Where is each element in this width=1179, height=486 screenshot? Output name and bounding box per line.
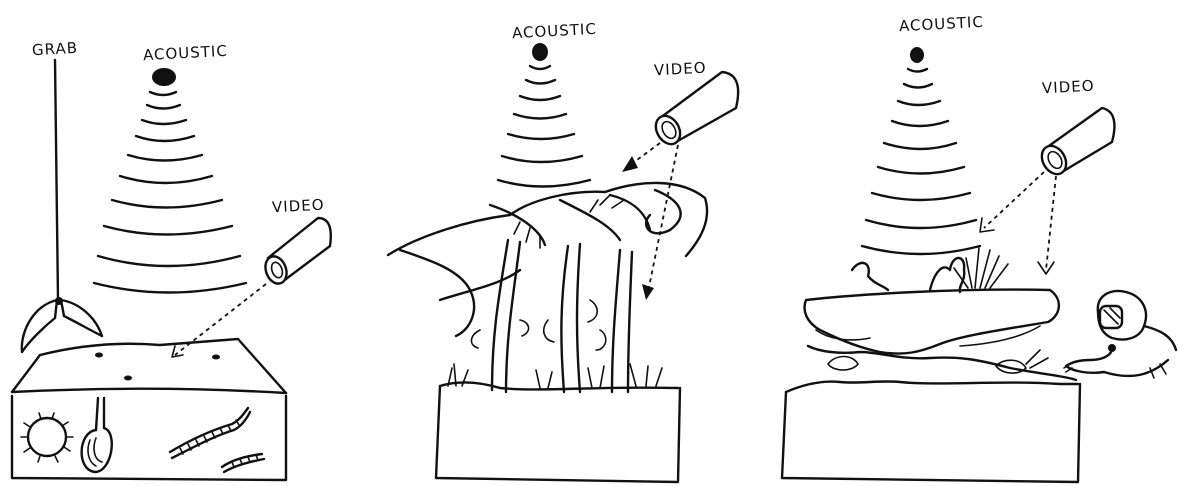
- reef-structure: [782, 248, 1080, 482]
- panel-2-kelp-forest: [388, 43, 738, 482]
- kelp-stipes: [471, 240, 632, 392]
- video-camera-icon: [980, 108, 1114, 274]
- sediment-block: [12, 339, 286, 480]
- video-label: VIDEO: [1042, 77, 1095, 98]
- panel-1-soft-sediment: [12, 60, 331, 480]
- grab-sampler-icon: [22, 60, 102, 352]
- video-label: VIDEO: [654, 59, 707, 80]
- infauna-organisms: [21, 398, 264, 472]
- kelp-canopy: [388, 183, 707, 336]
- video-camera-icon: [172, 218, 331, 357]
- grab-label: GRAB: [32, 39, 79, 59]
- panel-3-reef-diver: [782, 47, 1176, 482]
- scuba-diver-icon: [1064, 291, 1176, 378]
- acoustic-signal-icon: [862, 47, 980, 254]
- acoustic-signal-icon: [498, 43, 590, 187]
- rock-block: [436, 364, 680, 482]
- acoustic-signal-icon: [94, 68, 246, 293]
- video-label: VIDEO: [272, 196, 325, 217]
